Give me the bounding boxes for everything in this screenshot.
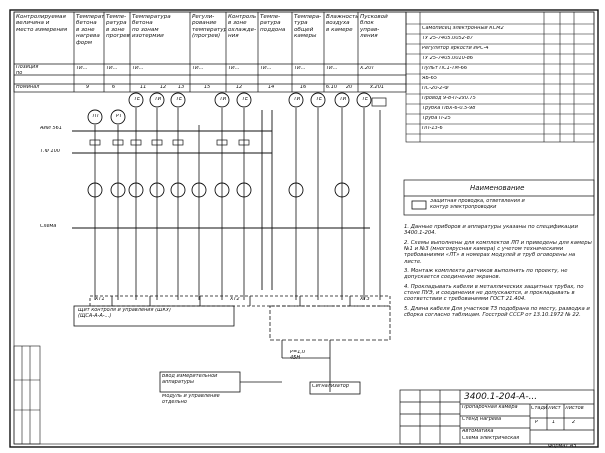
parts-list-row: Провод 9-8-П-2х0.75 (422, 96, 476, 101)
title-block-cell: Схема электрическая (462, 436, 520, 441)
header-value-6: 15 (204, 85, 211, 90)
parts-list-row: Самописец электронный КСМ2 (422, 26, 504, 31)
header-position-7: ТИ... (260, 66, 272, 71)
header-position-9: ТИ... (326, 66, 338, 71)
instrument-code: ПТ (92, 114, 100, 119)
note-item: 4. Прокладывать кабели в металлических з… (404, 283, 584, 303)
legend-box (403, 179, 595, 216)
header-col-8-label: Темпера- тура общей камеры (294, 14, 322, 40)
header-col-2-label: Температура бетона в зоне нагрева форм (76, 14, 104, 46)
note-item: 2. Схемы выполнены для комплектов ЛП и п… (404, 239, 592, 265)
instrument-code: РТ (115, 114, 123, 119)
header-value-4: 12 (160, 85, 167, 90)
note-item: 5. Длина кабеля Для участков ТЗ подобран… (404, 305, 590, 319)
header-col-9-label: Влажность воздуха в камере (326, 14, 358, 33)
header-value-2: 6 (112, 85, 116, 90)
title-block-cell: Стенд нагрева (462, 417, 502, 422)
header-value-3: 11 (140, 85, 147, 90)
note-item: 1. Данные приборов и аппаратуры указаны … (404, 224, 578, 237)
header-value-5: 13 (178, 85, 185, 90)
header-position-6: ТИ... (228, 66, 240, 71)
margin-stamp (13, 345, 41, 445)
title-block-cell: Лист (548, 406, 561, 411)
parts-list-row: ТУ 25-7405.0010-86 (422, 56, 474, 61)
header-value-11: 20 (346, 85, 353, 90)
wiring-runs (94, 108, 381, 300)
terminal-label: ХТ3 (360, 297, 370, 302)
title-block-grid (399, 389, 595, 445)
instrument-code: ТЕ (175, 97, 183, 102)
header-col-5-label: Регули- рование температуры (прогрев) (192, 14, 226, 40)
instrument-code: ТЕ (361, 97, 369, 102)
parts-list-row: ТУ 25-7405.0052-87 (422, 36, 474, 41)
instrument-code: ТЕ (315, 97, 323, 102)
header-value-10: 6.10 (326, 85, 338, 90)
parts-list-row: ЯБ-65 (422, 76, 438, 81)
header-col-10-label: Пусковой блок управ- ления (360, 14, 388, 40)
sheet-frame (9, 9, 599, 448)
title-block-cell: 2 (572, 420, 576, 425)
title-block-corner: Формат А3 (548, 444, 577, 449)
bus-label-middle: Т.Ф 100 (40, 149, 61, 154)
parts-list-grid (405, 11, 595, 143)
power-label: Р=1,0 45Н (290, 350, 306, 361)
header-value-9: 16 (300, 85, 307, 90)
instrument-code: ТИ (339, 97, 347, 102)
header-value-12: х.201 (370, 85, 385, 90)
instrument-code: ТИ (219, 97, 227, 102)
header-col-1-label: Контролируемая величина и место измерени… (16, 14, 68, 33)
field-boxes (159, 371, 361, 395)
parts-list-row: ПС-20-2-Ф (422, 86, 449, 91)
title-block-cell: Автоматика (462, 429, 494, 434)
cabinet-outline (73, 295, 391, 392)
header-position-2: ТИ... (76, 66, 88, 71)
parts-list-row: Трубка ПВХ-6-0.5-98 (422, 106, 476, 111)
terminal-label: ХТ2 (230, 297, 240, 302)
title-block-code: 3400.1-204-А-... (464, 392, 538, 402)
header-table-grid (13, 11, 407, 93)
bus-label-bottom: Схема (40, 224, 57, 229)
header-position-10: Х.20Т (360, 66, 375, 71)
header-position-3: ТИ... (106, 66, 118, 71)
header-position-1: Позиция по функц. схеме (16, 65, 52, 76)
header-position-5: ТИ... (192, 66, 204, 71)
header-position-8: ТИ... (294, 66, 306, 71)
title-block-cell: Пропарочная камера (462, 405, 518, 410)
header-row-label: Номинал (16, 85, 40, 90)
header-col-4-label: Температура бетона по зонам изотермии (132, 14, 171, 40)
instrument-circles (87, 92, 372, 198)
field-box-2-label: Модуль и управление отдельно (162, 394, 220, 405)
header-col-3-label: Темпе- ратура в зоне прогрева (106, 14, 130, 40)
title-block-cell: 1 (552, 420, 556, 425)
header-col-6-label: Контроль в зоне охлажде- ния (228, 14, 257, 40)
component-marks (89, 97, 387, 146)
comms-label: Сигнализатор (312, 384, 350, 389)
legend-title: Наименование (470, 184, 525, 192)
header-value-8: 14 (268, 85, 275, 90)
note-item: 3. Монтаж комплекта датчиков выполнять п… (404, 268, 568, 281)
header-col-7-label: Темпе- ратура поддона (260, 14, 286, 33)
parts-list-row: Пульт ПС1-ТМ-66 (422, 66, 468, 71)
instrument-code: ТИ (154, 97, 162, 102)
title-block-cell: Р (535, 420, 539, 425)
bus-lines (72, 110, 370, 290)
title-block-cell: Стадия (531, 406, 547, 411)
header-value-7: 12 (236, 85, 243, 90)
field-box-1-label: Ввод измерительной аппаратуры (162, 374, 218, 385)
cabinet-label: Щит контроля и управления (ШКУ) (ЩСА-А-А… (78, 308, 171, 319)
instrument-code: ТЕ (133, 97, 141, 102)
general-notes: 1. Данные приборов и аппаратуры указаны … (404, 224, 592, 384)
terminal-label: ХТ1 (95, 297, 105, 302)
header-value-1: 9 (86, 85, 90, 90)
parts-list-row: ПП-13-6 (422, 126, 443, 131)
header-position-4: ТИ... (132, 66, 144, 71)
bus-label-top: АИИ 561 (40, 126, 63, 131)
legend-item: Защитная проводка, ответвления и контур … (430, 199, 525, 210)
parts-list-row: Регулятор яркости ИРС-4 (422, 46, 489, 51)
title-block-cell: Листов (565, 406, 584, 411)
parts-list-row: Труба П-25 (422, 116, 451, 121)
instrument-code: ТИ (293, 97, 301, 102)
instrument-code: ТЕ (241, 97, 249, 102)
